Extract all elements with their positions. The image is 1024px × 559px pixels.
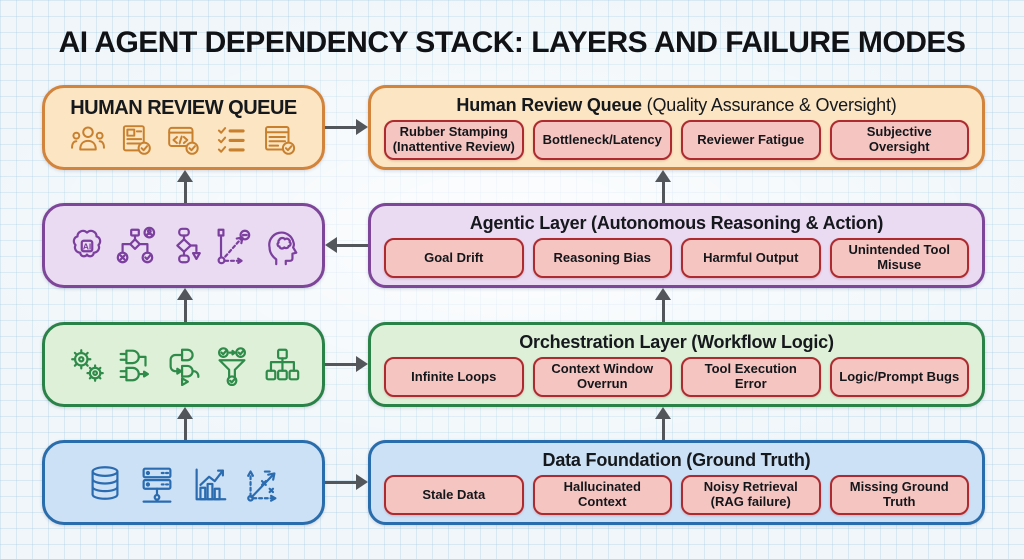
svg-text:AI: AI [82,241,91,251]
checklist-icon [212,121,250,159]
analytics-chart-icon [189,462,231,504]
document-check-icon [117,121,155,159]
data-foundation-failures-box: Data Foundation (Ground Truth) Stale Dat… [368,440,985,525]
failure-pill: Infinite Loops [384,357,524,397]
ai-brain-chip-icon: AI [66,225,108,267]
human-review-queue-label: HUMAN REVIEW QUEUE [70,97,297,119]
agentic-heading: Agentic Layer (Autonomous Reasoning & Ac… [469,213,884,233]
right-arrow-orchestration [325,356,368,372]
human-review-queue-layer-box: HUMAN REVIEW QUEUE [42,85,325,170]
approved-list-icon [260,121,298,159]
human-review-failures-box: Human Review Queue (Quality Assurance & … [368,85,985,170]
failure-pill: Logic/Prompt Bugs [829,357,969,397]
failure-pill: Stale Data [384,475,524,515]
code-review-check-icon [164,121,202,159]
failure-pill: Unintended Tool Misuse [829,238,969,278]
agentic-failures-box: Agentic Layer (Autonomous Reasoning & Ac… [368,203,985,288]
data-foundation-layer-box [42,440,325,525]
left-arrow-agentic [325,237,368,253]
failure-pill: Rubber Stamping (Inattentive Review) [384,120,524,160]
failure-pill: Harmful Output [681,238,821,278]
trajectory-plan-icon [211,225,253,267]
orchestration-layer-box [42,322,325,407]
failure-pill: Reviewer Fatigue [681,120,821,160]
review-team-icon [69,121,107,159]
up-arrow-data-to-orchestration-right [655,407,671,440]
gears-icon [66,344,108,386]
server-stack-icon [136,462,178,504]
failure-pill: Missing Ground Truth [829,475,969,515]
failure-pill: Tool Execution Error [681,357,821,397]
up-arrow-orchestration-to-agentic-right [655,288,671,322]
orchestration-heading: Orchestration Layer (Workflow Logic) [519,332,834,352]
failure-pill: Context Window Overrun [532,357,672,397]
right-arrow-data-foundation [325,474,368,490]
failure-pill: Subjective Oversight [829,120,969,160]
data-foundation-heading: Data Foundation (Ground Truth) [542,450,811,470]
logic-gates-icon [114,344,156,386]
agentic-layer-box: AI [42,203,325,288]
up-arrow-data-to-orchestration-left [177,407,193,440]
failure-pill: Noisy Retrieval (RAG failure) [681,475,821,515]
right-arrow-human-review [325,119,368,135]
failure-pill: Hallucinated Context [532,475,672,515]
decision-branch-icon [114,225,156,267]
page-title: AI AGENT DEPENDENCY STACK: LAYERS AND FA… [58,26,966,59]
database-icon [84,462,126,504]
funnel-validation-icon [211,344,253,386]
hierarchy-icon [260,344,302,386]
failure-pill: Bottleneck/Latency [532,120,672,160]
failure-pill: Goal Drift [384,238,524,278]
up-arrow-agentic-to-human-right [655,170,671,203]
human-review-heading: Human Review Queue (Quality Assurance & … [456,95,897,115]
vector-plot-icon [241,462,283,504]
failure-pill: Reasoning Bias [532,238,672,278]
head-brain-icon [260,225,302,267]
up-arrow-agentic-to-human-left [177,170,193,203]
orchestration-failures-box: Orchestration Layer (Workflow Logic) Inf… [368,322,985,407]
flowchart-icon [163,225,205,267]
up-arrow-orchestration-to-agentic-left [177,288,193,322]
process-loop-icon [163,344,205,386]
